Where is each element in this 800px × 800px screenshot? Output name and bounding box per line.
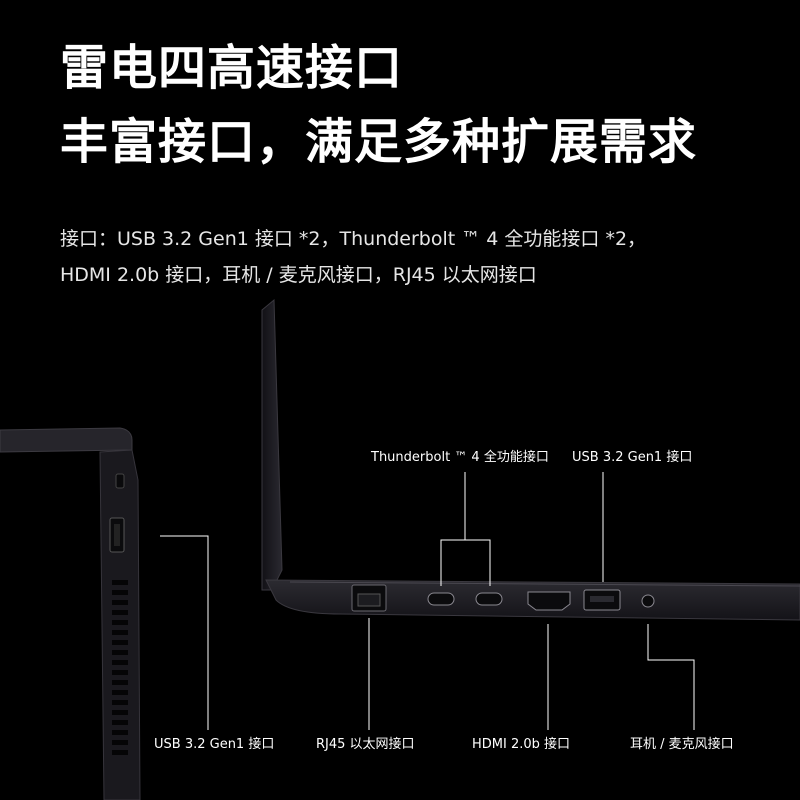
callout-usb-right: USB 3.2 Gen1 接口 (572, 450, 693, 465)
kensington-lock-slot (115, 473, 125, 489)
port-description-line-2: HDMI 2.0b 接口，耳机 / 麦克风接口，RJ45 以太网接口 (60, 264, 537, 286)
callout-audio: 耳机 / 麦克风接口 (630, 737, 734, 752)
vent-grille (112, 580, 128, 755)
callout-rj45: RJ45 以太网接口 (316, 737, 415, 752)
port-description-line-1: 接口：USB 3.2 Gen1 接口 *2，Thunderbolt ™ 4 全功… (60, 228, 647, 250)
usb-a-port (583, 589, 621, 611)
rj45-port (351, 584, 387, 612)
thunderbolt-port-1 (427, 592, 455, 606)
callout-hdmi: HDMI 2.0b 接口 (472, 737, 571, 752)
audio-jack (641, 594, 655, 608)
hdmi-port (527, 591, 571, 611)
laptop-lid (261, 298, 283, 591)
callout-usb-left: USB 3.2 Gen1 接口 (154, 737, 275, 752)
right-laptop-side-view (261, 298, 800, 621)
headline-line-2: 丰富接口，满足多种扩展需求 (60, 114, 698, 170)
headline-line-1: 雷电四高速接口 (60, 40, 404, 96)
callout-leader-lines (160, 472, 695, 730)
thunderbolt-port-2 (475, 592, 503, 606)
left-laptop-side-view (0, 427, 141, 800)
callout-thunderbolt: Thunderbolt ™ 4 全功能接口 (371, 450, 549, 465)
